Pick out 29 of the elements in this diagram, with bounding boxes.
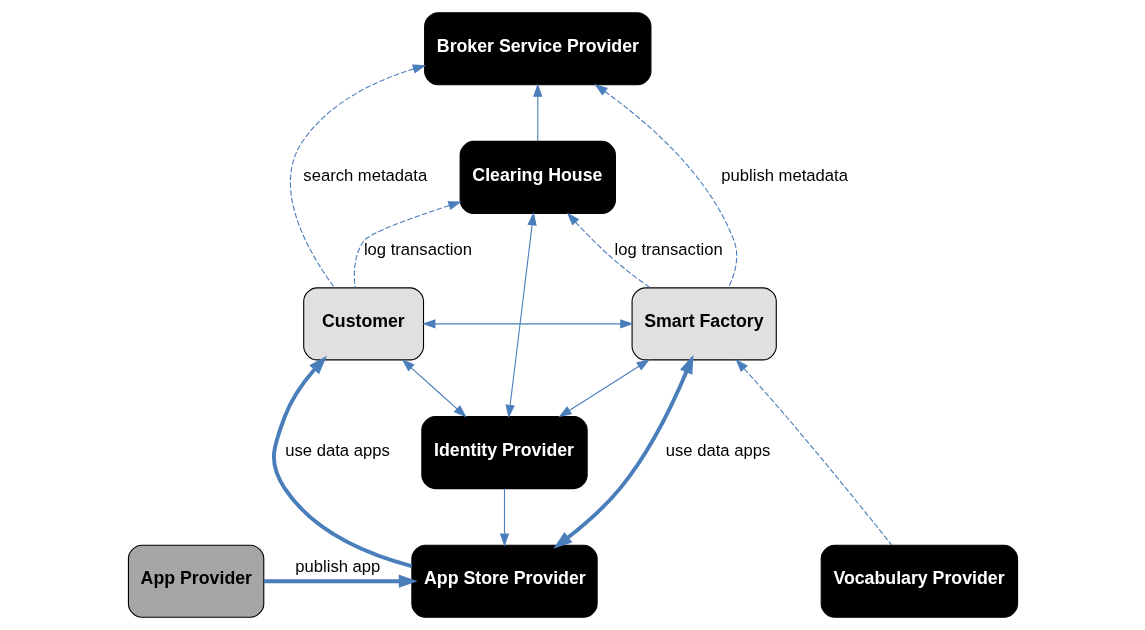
node-box: Smart Factory (631, 287, 777, 361)
edge-label: publish app (294, 557, 380, 577)
arrow (505, 212, 537, 419)
edge-label: log transaction (363, 239, 472, 259)
arrow (557, 359, 650, 418)
arrow (421, 319, 634, 329)
arrow (566, 212, 651, 289)
arrow (271, 355, 412, 568)
edge-label: use data apps (284, 441, 390, 461)
node-box: Identity Provider (420, 415, 588, 490)
arrow (593, 84, 737, 289)
arrow (263, 574, 418, 588)
edge-label: use data apps (665, 441, 770, 461)
node-box: Vocabulary Provider (820, 544, 1018, 618)
edge-label: log transaction (614, 239, 723, 259)
node-box: App Store Provider (410, 544, 598, 618)
node-box: Customer (302, 287, 424, 361)
arrow (401, 359, 467, 418)
edge-label: search metadata (302, 166, 427, 186)
arrow (289, 64, 426, 289)
node-box: App Provider (127, 544, 264, 618)
arrow (552, 354, 693, 549)
edge-label: publish metadata (720, 166, 848, 186)
node-box: Broker Service Provider (423, 12, 651, 86)
arrow (353, 201, 462, 289)
arrow (532, 83, 542, 142)
arrow (499, 488, 509, 547)
arrow (734, 359, 892, 546)
node-box: Clearing House (459, 140, 616, 215)
